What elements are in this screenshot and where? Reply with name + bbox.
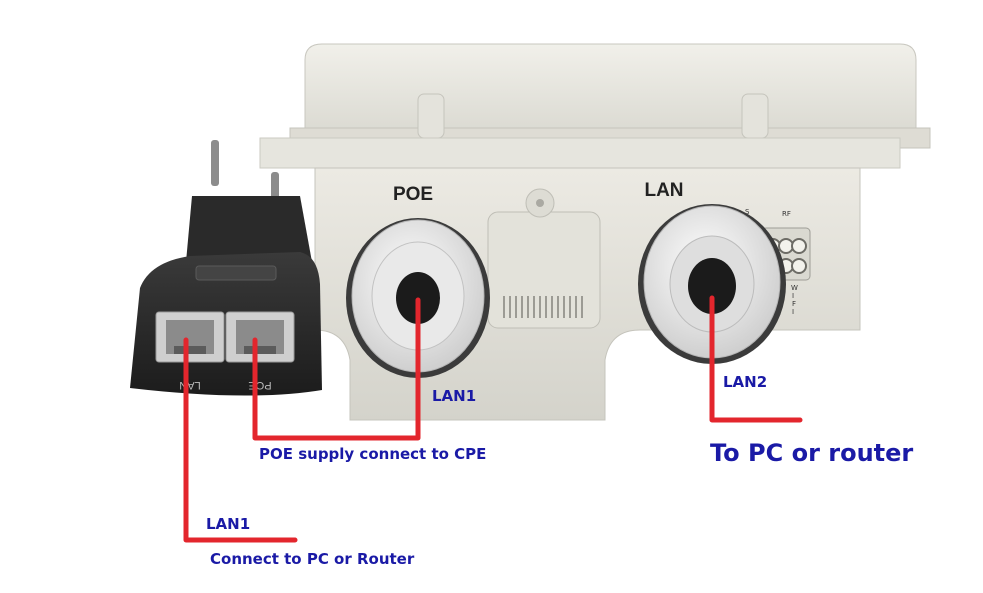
side-label-i2: I — [792, 292, 794, 300]
poe-supply-label: POE supply connect to CPE — [259, 445, 487, 463]
wire-cpe-lan — [709, 295, 803, 423]
injector-poe-label: POE — [248, 379, 271, 391]
side-label-i3: I — [792, 308, 794, 316]
cpe-enclosure: POE LAN S I M RF N E T 2 W I F I — [259, 43, 931, 421]
wire-injector-lan — [183, 337, 298, 543]
vent-slots — [503, 296, 583, 318]
side-label-s: S — [745, 208, 750, 216]
cpe-lan2-label: LAN2 — [723, 373, 768, 391]
side-label-f: F — [792, 300, 796, 308]
connect-pc-router-label: Connect to PC or Router — [210, 550, 415, 568]
lan-cable-gland — [638, 204, 786, 364]
injector-lan-label: LAN — [179, 379, 200, 391]
injector-lan1-label: LAN1 — [206, 515, 251, 533]
cpe-poe-lan1-label: LAN1 — [432, 387, 477, 405]
lan-port-label: LAN — [644, 180, 683, 201]
to-pc-router-label: To PC or router — [710, 439, 914, 467]
wire-poe-supply — [252, 297, 421, 441]
poe-injector: LAN POE — [130, 140, 322, 396]
wiring-lines — [183, 295, 803, 543]
poe-port-label: POE — [393, 184, 433, 205]
side-label-w: W — [791, 284, 798, 292]
side-label-rf: RF — [782, 210, 791, 218]
